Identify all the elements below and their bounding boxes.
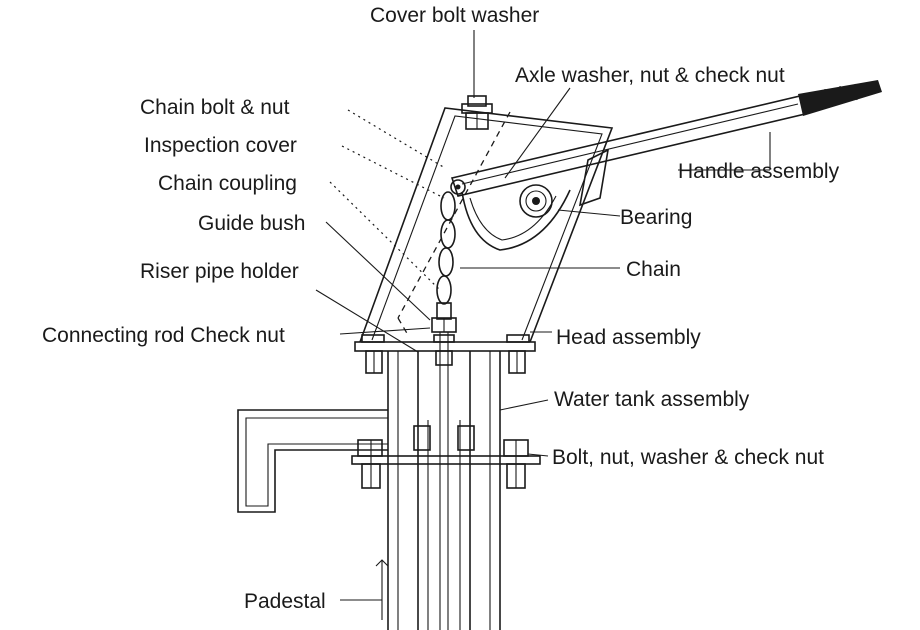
label-guide-bush: Guide bush (198, 212, 305, 235)
pump-drawing (237, 80, 882, 630)
label-axle-washer: Axle washer, nut & check nut (515, 64, 785, 87)
bearing (519, 184, 553, 218)
label-cover-bolt-washer: Cover bolt washer (370, 4, 539, 27)
leader-lines (315, 30, 771, 601)
riser-pipe (417, 332, 471, 630)
quadrant (461, 189, 571, 251)
water-tank-column (387, 351, 501, 630)
label-inspection-cover: Inspection cover (144, 134, 297, 157)
label-padestal: Padestal (244, 590, 326, 613)
label-bolt-nut: Bolt, nut, washer & check nut (552, 446, 824, 469)
label-chain: Chain (626, 258, 681, 281)
label-head-assembly: Head assembly (556, 326, 701, 349)
spout (237, 409, 388, 513)
label-chain-bolt: Chain bolt & nut (140, 96, 290, 119)
label-water-tank: Water tank assembly (554, 388, 750, 411)
connecting-rod-nut (431, 317, 457, 333)
label-handle-assembly: Handle assembly (678, 160, 840, 183)
cover-bolt (461, 95, 493, 130)
middle-flange (351, 425, 541, 489)
label-riser-pipe-holder: Riser pipe holder (140, 260, 299, 283)
head-assembly-casing (359, 107, 614, 343)
chain-bolt (450, 179, 466, 195)
handle (450, 80, 882, 207)
labels: Cover bolt washer Axle washer, nut & che… (42, 4, 840, 613)
chain (436, 191, 456, 320)
head-flange (354, 334, 536, 374)
label-bearing: Bearing (620, 206, 692, 229)
pedestal-marks (375, 559, 389, 620)
label-connecting-rod: Connecting rod Check nut (42, 324, 285, 347)
label-chain-coupling: Chain coupling (158, 172, 297, 195)
